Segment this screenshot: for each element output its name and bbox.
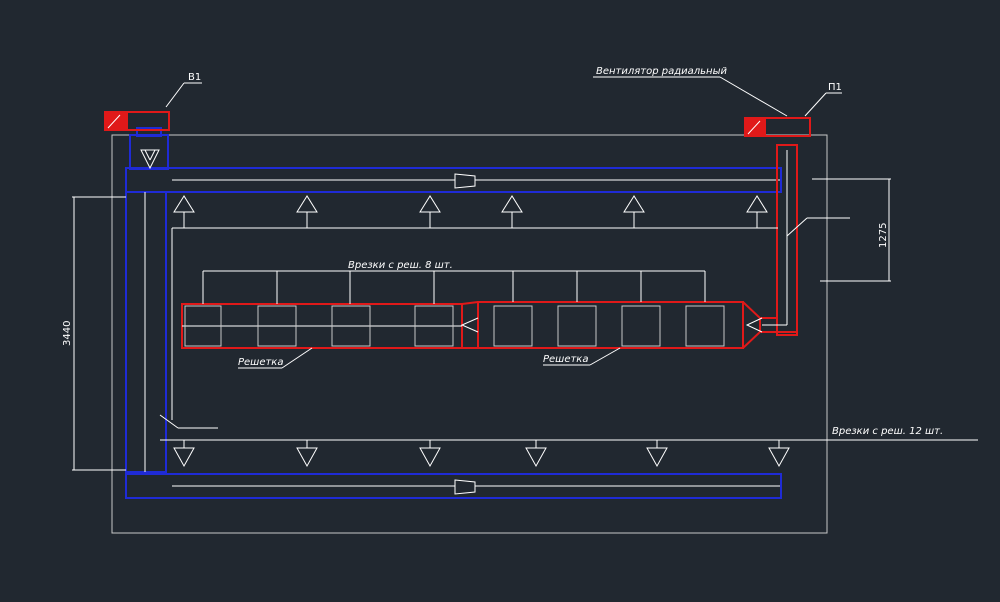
exhaust-vertical-duct xyxy=(125,191,167,473)
supply-main-duct-right xyxy=(477,301,744,349)
supply-vertical-duct xyxy=(776,144,798,336)
grille xyxy=(331,305,371,347)
grille xyxy=(257,305,297,347)
exhaust-duct-system xyxy=(125,127,782,499)
label-cutins-12: Врезки с реш. 12 шт. xyxy=(832,426,943,437)
grille xyxy=(557,305,597,347)
cutin-markers-bottom xyxy=(173,440,790,468)
exhaust-fan-connector xyxy=(129,134,169,170)
grille xyxy=(621,305,661,347)
label-cutins-8: Врезки с реш. 8 шт. xyxy=(348,260,453,271)
cutin-markers-top xyxy=(173,195,768,228)
exhaust-bottom-duct xyxy=(125,473,782,499)
grille xyxy=(685,305,725,347)
grille xyxy=(493,305,533,347)
label-grille-right: Решетка xyxy=(543,354,588,365)
supply-duct-system xyxy=(181,117,811,349)
exhaust-top-duct xyxy=(125,167,782,193)
label-radial-fan: Вентилятор радиальный xyxy=(596,66,727,77)
grille xyxy=(184,305,222,347)
supply-grilles xyxy=(184,305,725,347)
room-outline xyxy=(111,134,828,534)
dimension-1275: 1275 xyxy=(878,223,889,248)
label-grille-left: Решетка xyxy=(238,357,283,368)
grille xyxy=(414,305,454,347)
label-supply-unit: П1 xyxy=(828,82,842,93)
label-exhaust-fan: В1 xyxy=(188,72,201,83)
dimension-3440: 3440 xyxy=(62,321,73,346)
